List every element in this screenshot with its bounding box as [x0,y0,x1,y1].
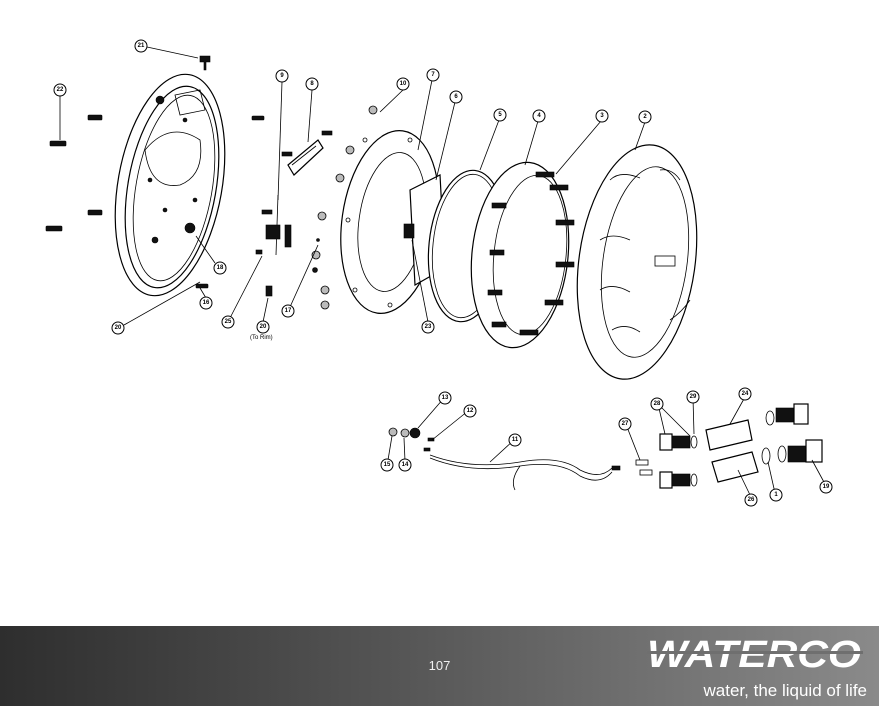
callout-27: 27 [618,417,632,431]
nuts-column [311,105,378,310]
svg-text:15: 15 [384,462,391,468]
svg-text:3: 3 [600,113,604,119]
to-rim-note: (To Rim) [250,335,273,341]
svg-text:4: 4 [537,113,541,119]
callout-21: 21 [134,39,148,53]
svg-text:23: 23 [425,324,432,330]
callout-25: 25 [221,315,235,329]
svg-text:5: 5 [498,112,502,118]
svg-text:18: 18 [217,265,224,271]
callout-9: 9 [275,69,289,83]
screws-left [45,55,273,297]
bracket-assembly [255,130,333,256]
svg-text:21: 21 [138,43,145,49]
svg-text:19: 19 [823,484,830,490]
waterco-logo: WATERCO [647,634,863,674]
callout-14: 14 [398,458,412,472]
exploded-parts-diagram: 21 22 9 8 10 7 6 5 4 3 2 18 16 20 25 20 … [45,39,833,507]
callout-20-rim: 20 [256,320,270,334]
svg-text:27: 27 [622,421,629,427]
svg-text:1: 1 [774,492,778,498]
callout-6: 6 [449,90,463,104]
gland-fittings [635,403,823,489]
callout-3: 3 [595,109,609,123]
callout-22: 22 [53,83,67,97]
callout-4: 4 [532,109,546,123]
page-number: 107 [428,658,451,673]
svg-text:14: 14 [402,462,409,468]
callout-12: 12 [463,404,477,418]
svg-text:24: 24 [742,391,749,397]
svg-text:22: 22 [57,87,64,93]
svg-text:10: 10 [400,81,407,87]
callout-18: 18 [213,261,227,275]
svg-text:20: 20 [115,325,122,331]
svg-text:26: 26 [748,497,755,503]
callout-15: 15 [380,458,394,472]
callout-11: 11 [508,433,522,447]
svg-text:11: 11 [512,437,519,443]
callout-5: 5 [493,108,507,122]
callout-24: 24 [738,387,752,401]
outer-ring-cover [576,144,698,380]
callout-23: 23 [421,320,435,334]
tagline: water, the liquid of life [703,681,867,700]
lens-housing [470,161,575,349]
svg-text:16: 16 [203,300,210,306]
callout-10: 10 [396,77,410,91]
callout-1: 1 [769,488,783,502]
callout-29: 29 [686,390,700,404]
callout-16: 16 [199,296,213,310]
svg-text:6: 6 [454,94,458,100]
svg-text:29: 29 [690,394,697,400]
callout-8: 8 [305,77,319,91]
callout-2: 2 [638,110,652,124]
callout-26: 26 [744,493,758,507]
svg-text:13: 13 [442,395,449,401]
svg-text:8: 8 [310,81,314,87]
svg-text:12: 12 [467,408,474,414]
svg-text:9: 9 [280,73,284,79]
callout-20-left: 20 [111,321,125,335]
svg-text:28: 28 [654,401,661,407]
callout-17: 17 [281,304,295,318]
svg-text:7: 7 [431,72,435,78]
back-housing-rim [114,73,226,297]
page-footer: 107 WATERCO water, the liquid of life [0,626,879,706]
callout-19: 19 [819,480,833,494]
svg-text:2: 2 [643,114,647,120]
callout-7: 7 [426,68,440,82]
svg-text:17: 17 [285,308,292,314]
cable-assembly [388,427,621,491]
svg-text:20: 20 [260,324,267,330]
callout-13: 13 [438,391,452,405]
callout-28: 28 [650,397,664,411]
svg-text:25: 25 [225,319,232,325]
